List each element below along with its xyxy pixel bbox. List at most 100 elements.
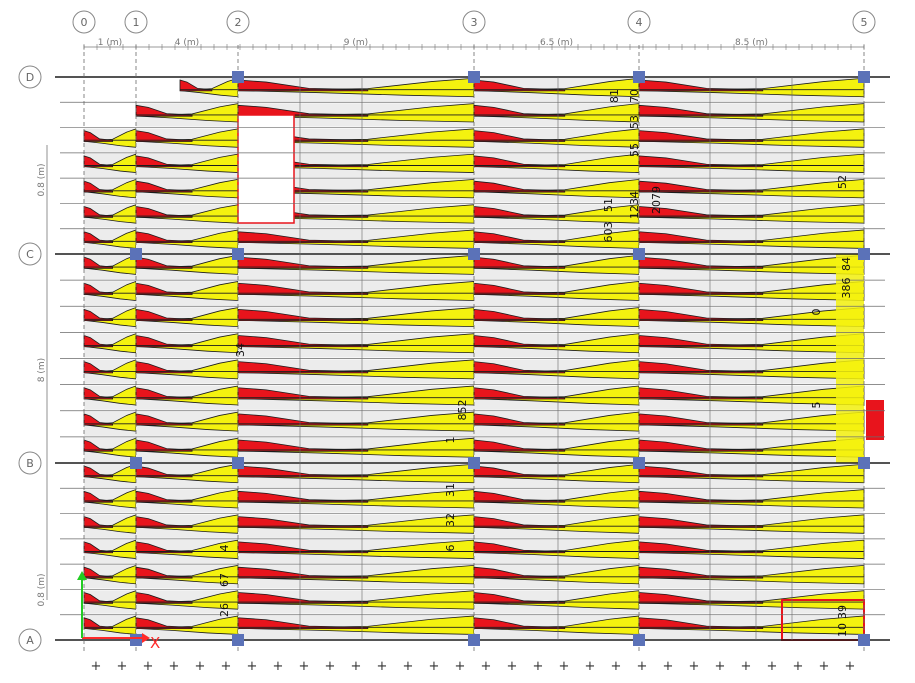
column-node: [468, 248, 480, 260]
span-dimension-label: 6.5 (m): [540, 38, 573, 48]
moment-value-label: 67: [218, 573, 231, 587]
plus-marker: +: [429, 659, 440, 674]
span-dimension-label-vertical: 0.8 (m): [37, 574, 47, 607]
plus-marker: +: [741, 659, 752, 674]
moment-value-label: 32: [444, 513, 457, 527]
moment-value-label: 51: [602, 198, 615, 212]
moment-value-label: 84: [840, 257, 853, 271]
column-node: [468, 634, 480, 646]
moment-value-label: 386: [840, 278, 853, 299]
moment-value-label: 0: [810, 309, 823, 316]
moment-value-label: 31: [444, 483, 457, 497]
strip-layer: [83, 77, 884, 641]
span-dimension-label: 1 (m): [98, 38, 122, 48]
grid-bubble-column: [627, 10, 651, 34]
plus-marker: +: [585, 659, 596, 674]
plus-marker: +: [403, 659, 414, 674]
plus-marker: +: [195, 659, 206, 674]
moment-value-label: 1: [444, 437, 457, 444]
span-dimension-label-vertical: 8 (m): [37, 358, 47, 382]
grid-bubble-row: [18, 242, 42, 266]
grid-bubble-column: [462, 10, 486, 34]
grid-bubble-column-label: 1: [133, 16, 140, 29]
grid-bubble-column-label: 4: [636, 16, 643, 29]
column-node: [130, 457, 142, 469]
moment-value-label: 4: [218, 545, 231, 552]
span-dimension-label: 4 (m): [175, 38, 199, 48]
plus-marker: +: [117, 659, 128, 674]
grid-bubble-row-label: D: [26, 71, 34, 84]
grid-bubble-row-label: C: [26, 248, 34, 261]
plus-marker: +: [169, 659, 180, 674]
plus-marker: +: [221, 659, 232, 674]
grid-bubble-column-label: 3: [471, 16, 478, 29]
plus-marker: +: [663, 659, 674, 674]
span-dimension-label: 8.5 (m): [735, 38, 768, 48]
span-dimension-label-vertical: 0.8 (m): [37, 164, 47, 197]
plus-marker: +: [377, 659, 388, 674]
moment-value-label: 53: [628, 115, 641, 129]
negative-moment-fill: [638, 103, 865, 123]
column-node-layer: [130, 71, 870, 646]
column-node: [858, 248, 870, 260]
plus-marker: +: [845, 659, 856, 674]
plus-marker: +: [325, 659, 336, 674]
plus-marker: +: [819, 659, 830, 674]
grid-bubble-row: [18, 628, 42, 652]
column-node: [232, 457, 244, 469]
plus-marker: +: [455, 659, 466, 674]
edge-positive-fill: [866, 400, 884, 440]
plus-marker: +: [611, 659, 622, 674]
grid-bubble-column-label: 5: [861, 16, 868, 29]
opening-outline: [237, 114, 295, 224]
grid-layer: [55, 45, 890, 652]
y-axis-arrowhead: [77, 571, 87, 580]
moment-value-label: 39: [836, 605, 849, 619]
x-axis-arrowhead: [142, 633, 150, 643]
negative-moment-fill: [638, 564, 865, 585]
column-node: [468, 457, 480, 469]
grid-bubble-column: [72, 10, 96, 34]
column-node: [130, 248, 142, 260]
plus-marker: +: [91, 659, 102, 674]
grid-bubble-row: [18, 451, 42, 475]
moment-value-label: 5: [810, 402, 823, 409]
moment-value-label: 52: [836, 175, 849, 189]
column-node: [858, 457, 870, 469]
negative-moment-fill: [638, 153, 865, 173]
plus-marker-row: ++++++++++++++++++++++++++++++: [91, 659, 856, 674]
column-node: [232, 71, 244, 83]
negative-moment-fill: [638, 489, 865, 509]
plus-marker: +: [273, 659, 284, 674]
plus-marker: +: [767, 659, 778, 674]
grid-bubble-row-label: A: [26, 634, 34, 647]
axis-triad: X: [77, 571, 160, 652]
plus-marker: +: [481, 659, 492, 674]
grid-bubble-column-label: 0: [81, 16, 88, 29]
column-node: [633, 71, 645, 83]
plus-marker: +: [559, 659, 570, 674]
moment-value-label: 81: [608, 89, 621, 103]
column-node: [468, 71, 480, 83]
plus-marker: +: [507, 659, 518, 674]
moment-value-label: 1234: [628, 191, 641, 219]
plus-marker: +: [247, 659, 258, 674]
column-node: [232, 248, 244, 260]
plus-marker: +: [715, 659, 726, 674]
plus-marker: +: [689, 659, 700, 674]
column-node: [633, 634, 645, 646]
negative-moment-fill: [638, 229, 865, 249]
grid-bubble-column-label: 2: [235, 16, 242, 29]
column-node: [858, 71, 870, 83]
dimension-layer: 1 (m)4 (m)9 (m)6.5 (m)8.5 (m)0.8 (m)8 (m…: [37, 38, 865, 607]
column-node: [130, 634, 142, 646]
moment-value-label: 603: [602, 222, 615, 243]
column-node: [633, 248, 645, 260]
plus-marker: +: [533, 659, 544, 674]
moment-value-label: 34: [234, 343, 247, 357]
moment-value-label: 6: [444, 545, 457, 552]
